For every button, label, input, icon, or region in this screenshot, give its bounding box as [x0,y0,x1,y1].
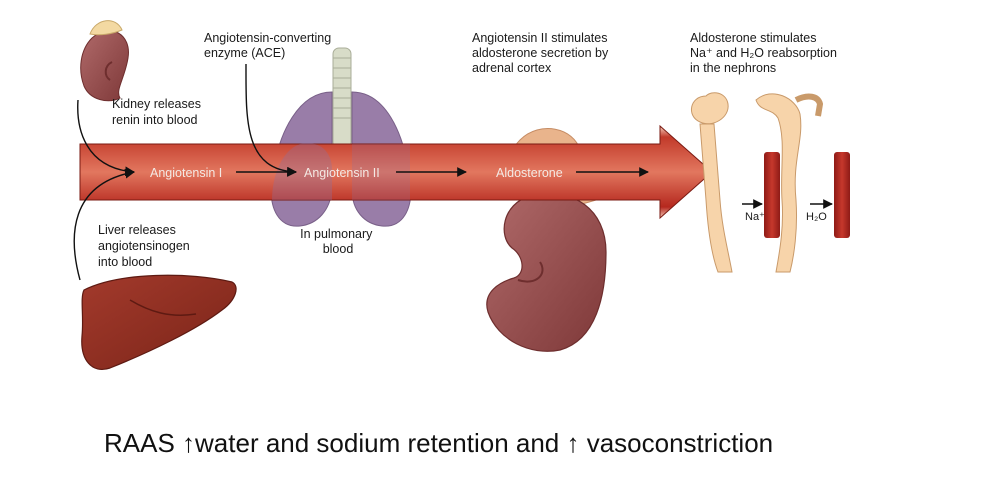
pulmonary-label: In pulmonary blood [300,227,376,256]
sodium-label: Na⁺ [745,211,765,223]
kidney-illustration [80,20,129,102]
capillary-water [834,152,850,238]
nephron-label: Aldosterone stimulates Na⁺ and H₂O reabs… [690,31,840,75]
input-arrows [73,63,297,281]
nephron-illustration [691,92,824,273]
liver-illustration [81,274,237,370]
aldosterone-label: Aldosterone [496,166,563,180]
liver-label: Liver releases angiotensinogen into bloo… [98,223,193,269]
caption: RAAS ↑water and sodium retention and ↑ v… [104,428,774,458]
kidney-label: Kidney releases renin into blood [112,97,204,127]
capillary-sodium [764,152,780,238]
ace-label: Angiotensin-converting enzyme (ACE) [204,31,335,60]
water-label: H₂O [806,211,827,223]
adrenal-label: Angiotensin II stimulates aldosterone se… [472,31,612,75]
angiotensin-i-label: Angiotensin I [150,166,222,180]
angiotensin-ii-label: Angiotensin II [304,166,380,180]
